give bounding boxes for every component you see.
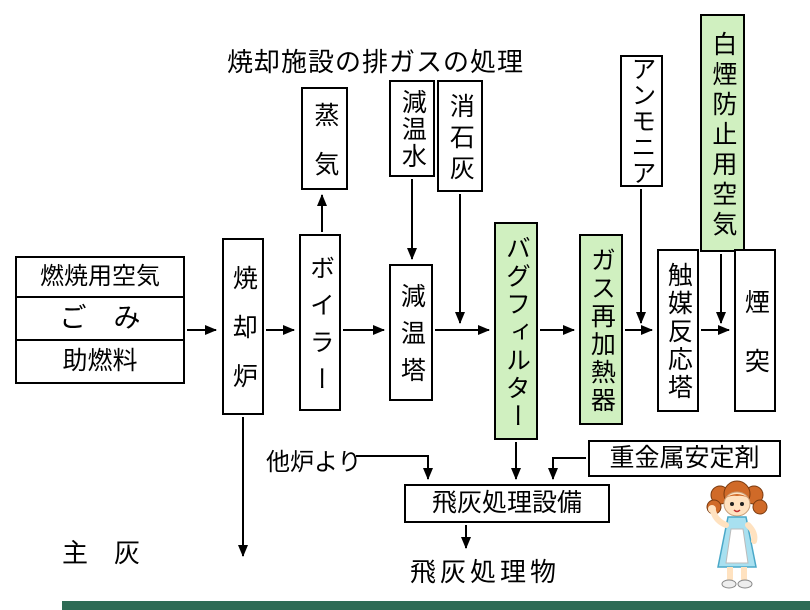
box-aux-fuel: 助燃料 xyxy=(15,339,185,384)
label-fly-ash-treated-product: 飛灰処理物 xyxy=(410,557,561,587)
box-heavy-metal-stabilizer: 重金属安定剤 xyxy=(588,440,781,477)
page-title: 焼却施設の排ガスの処理 xyxy=(227,47,525,77)
box-gas-reheater: ガス再加熱器 xyxy=(579,234,623,425)
box-bag-filter: バグフィルター xyxy=(494,222,538,440)
box-catalyst-tower: 触媒反応塔 xyxy=(657,249,699,412)
box-cooling-tower: 減温塔 xyxy=(389,264,433,401)
box-boiler: ボイラー xyxy=(299,234,341,411)
box-cooling-water: 減温水 xyxy=(389,80,435,177)
box-steam: 蒸気 xyxy=(301,87,348,200)
box-fly-ash-treatment-facility: 飛灰処理設備 xyxy=(404,484,610,523)
box-white-smoke-prevention-air: 白煙防止用空気 xyxy=(700,14,745,252)
box-stack: 煙突 xyxy=(734,249,776,412)
box-waste: ご み xyxy=(15,296,185,341)
mascot-girl xyxy=(706,480,768,589)
line-other-furnace-to-facility xyxy=(356,455,433,480)
label-from-other-furnaces: 他炉より xyxy=(266,449,362,476)
box-ammonia: アンモニア xyxy=(620,55,663,187)
bottom-border-bar xyxy=(62,601,810,610)
box-slaked-lime: 消石灰 xyxy=(437,80,483,192)
line-stabilizer-to-facility xyxy=(548,457,586,480)
label-main-ash: 主 灰 xyxy=(62,538,141,568)
box-combustion-air: 燃焼用空気 xyxy=(15,256,185,298)
box-incinerator: 焼却炉 xyxy=(222,238,264,415)
